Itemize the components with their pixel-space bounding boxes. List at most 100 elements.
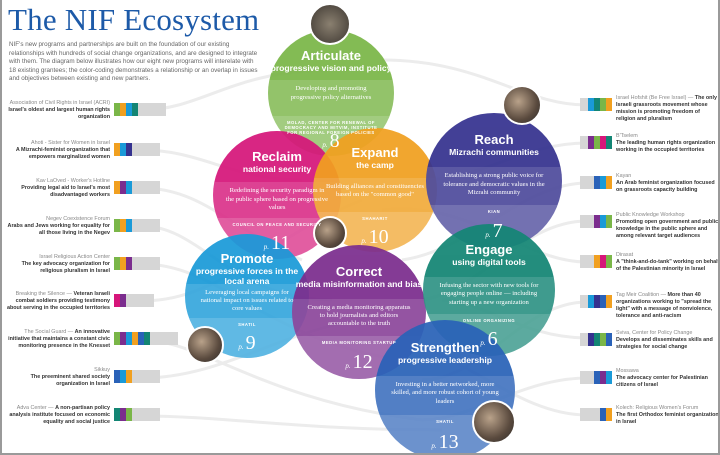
grantee-description: Develops and disseminates skills and str… bbox=[616, 337, 713, 350]
grantee-name: Association of Civil Rights in Israel (A… bbox=[9, 100, 110, 106]
connector-bar bbox=[580, 255, 594, 268]
color-chips bbox=[114, 103, 138, 116]
color-chip bbox=[600, 136, 606, 149]
program-label-engage: Engage using digital tools Infusing the … bbox=[423, 224, 555, 356]
color-chip bbox=[606, 98, 612, 111]
program-label-reach: Reach Mizrachi communities Establishing … bbox=[426, 113, 562, 249]
grantee-name: The Social Guard — bbox=[24, 329, 74, 335]
program-subtitle: progressive leadership bbox=[397, 354, 493, 365]
color-chip bbox=[606, 215, 612, 228]
connector-bar bbox=[580, 136, 588, 149]
color-chip bbox=[594, 295, 600, 308]
photo-reach bbox=[502, 85, 542, 125]
program-label-strengthen: Strengthen progressive leadership Invest… bbox=[375, 320, 515, 453]
grantee-item: Association of Civil Rights in Israel (A… bbox=[4, 100, 110, 121]
page-reference: p.13 bbox=[375, 431, 515, 453]
grantee-name: Negev Coexistence Forum bbox=[46, 216, 110, 222]
color-chip bbox=[588, 333, 594, 346]
color-chips bbox=[600, 408, 612, 421]
page-reference: p.12 bbox=[292, 351, 426, 377]
page-prefix: p. bbox=[322, 140, 328, 149]
page-title: The NIF Ecosystem bbox=[8, 2, 260, 37]
connector-bar bbox=[138, 103, 166, 116]
connector-bar bbox=[580, 333, 588, 346]
grantee-description: More than 40 organizations working to "s… bbox=[616, 292, 713, 319]
program-title: Expand bbox=[351, 145, 399, 161]
color-chips bbox=[588, 295, 612, 308]
connector-bar bbox=[580, 98, 588, 111]
grantee-name: Kav LaOved - Worker's Hotline bbox=[36, 178, 110, 184]
color-chip bbox=[120, 294, 126, 307]
page-reference: p.6 bbox=[423, 328, 555, 354]
color-chip bbox=[600, 98, 606, 111]
color-chip bbox=[132, 103, 138, 116]
partner-org: MOLAD, CENTER FOR RENEWAL OF DEMOCRACY A… bbox=[284, 119, 378, 135]
connector-bar bbox=[132, 219, 160, 232]
grantee-name: Kayan bbox=[616, 173, 632, 179]
grantee-description: The leading human rights organization wo… bbox=[616, 140, 716, 153]
page-prefix: p. bbox=[361, 236, 367, 245]
grantee-description: An innovative initiative that maintains … bbox=[8, 329, 110, 349]
page-prefix: p. bbox=[263, 243, 269, 252]
color-chips bbox=[594, 255, 612, 268]
color-chip bbox=[114, 103, 120, 116]
color-chip bbox=[126, 332, 132, 345]
program-circle-expand[interactable] bbox=[313, 128, 437, 252]
grantee-description: The advocacy center for Palestinian citi… bbox=[616, 375, 708, 388]
color-chip bbox=[126, 143, 132, 156]
color-chip bbox=[606, 408, 612, 421]
page-prefix: p. bbox=[238, 342, 244, 351]
color-chip bbox=[588, 295, 594, 308]
page-number: 8 bbox=[329, 129, 340, 152]
grantee-description: The preeminent shared society organizati… bbox=[30, 374, 110, 387]
description-band bbox=[313, 177, 437, 213]
color-chips bbox=[588, 333, 612, 346]
page-prefix: p. bbox=[480, 339, 486, 348]
grantee-name: Israel Religious Action Center bbox=[39, 254, 110, 260]
grantee-item: Tag Meir Coalition — More than 40 organi… bbox=[616, 292, 718, 320]
connector-bar bbox=[126, 294, 154, 307]
color-chips bbox=[594, 215, 612, 228]
color-chip bbox=[126, 370, 132, 383]
connector-bar bbox=[580, 371, 594, 384]
partner-org: SHATIL bbox=[238, 322, 256, 328]
program-description: Redefining the security paradigm in the … bbox=[226, 187, 328, 211]
color-chip bbox=[114, 257, 120, 270]
description-band bbox=[268, 80, 394, 116]
connector-bar bbox=[132, 257, 160, 270]
color-chip bbox=[606, 176, 612, 189]
connector-bar bbox=[580, 176, 594, 189]
program-subtitle: progressive forces in the local arena bbox=[195, 266, 299, 287]
color-chip bbox=[126, 103, 132, 116]
program-description: Developing and promoting progressive pol… bbox=[290, 85, 372, 101]
color-chip bbox=[126, 219, 132, 232]
partner-org: SHAHARIT bbox=[362, 216, 388, 222]
color-chip bbox=[588, 98, 594, 111]
program-subtitle: using digital tools bbox=[452, 257, 526, 268]
color-chip bbox=[120, 219, 126, 232]
photo-expand bbox=[313, 216, 347, 250]
program-label-reclaim: Reclaim national security Redefining the… bbox=[213, 131, 341, 259]
grantee-item: Israel Hofshit (Be Free Israel) — The on… bbox=[616, 95, 718, 123]
color-chip bbox=[144, 332, 150, 345]
page-reference: p.10 bbox=[313, 226, 437, 252]
grantee-description: Israel's oldest and largest human rights… bbox=[8, 107, 110, 120]
connector-bar bbox=[132, 408, 160, 421]
color-chip bbox=[600, 333, 606, 346]
program-title: Engage bbox=[465, 242, 513, 258]
color-chips bbox=[588, 98, 612, 111]
grantee-name: Sviva, Center for Policy Change bbox=[616, 330, 693, 336]
color-chips bbox=[114, 143, 132, 156]
program-description: Creating a media monitoring apparatus to… bbox=[307, 303, 411, 328]
grantee-name: Kolech: Religious Women's Forum bbox=[616, 405, 699, 411]
program-title: Reach bbox=[474, 132, 514, 148]
color-chip bbox=[606, 371, 612, 384]
connector-bar bbox=[132, 143, 160, 156]
color-chip bbox=[114, 294, 120, 307]
program-description: Infusing the sector with new tools for e… bbox=[439, 281, 539, 306]
page-number: 11 bbox=[270, 232, 291, 255]
